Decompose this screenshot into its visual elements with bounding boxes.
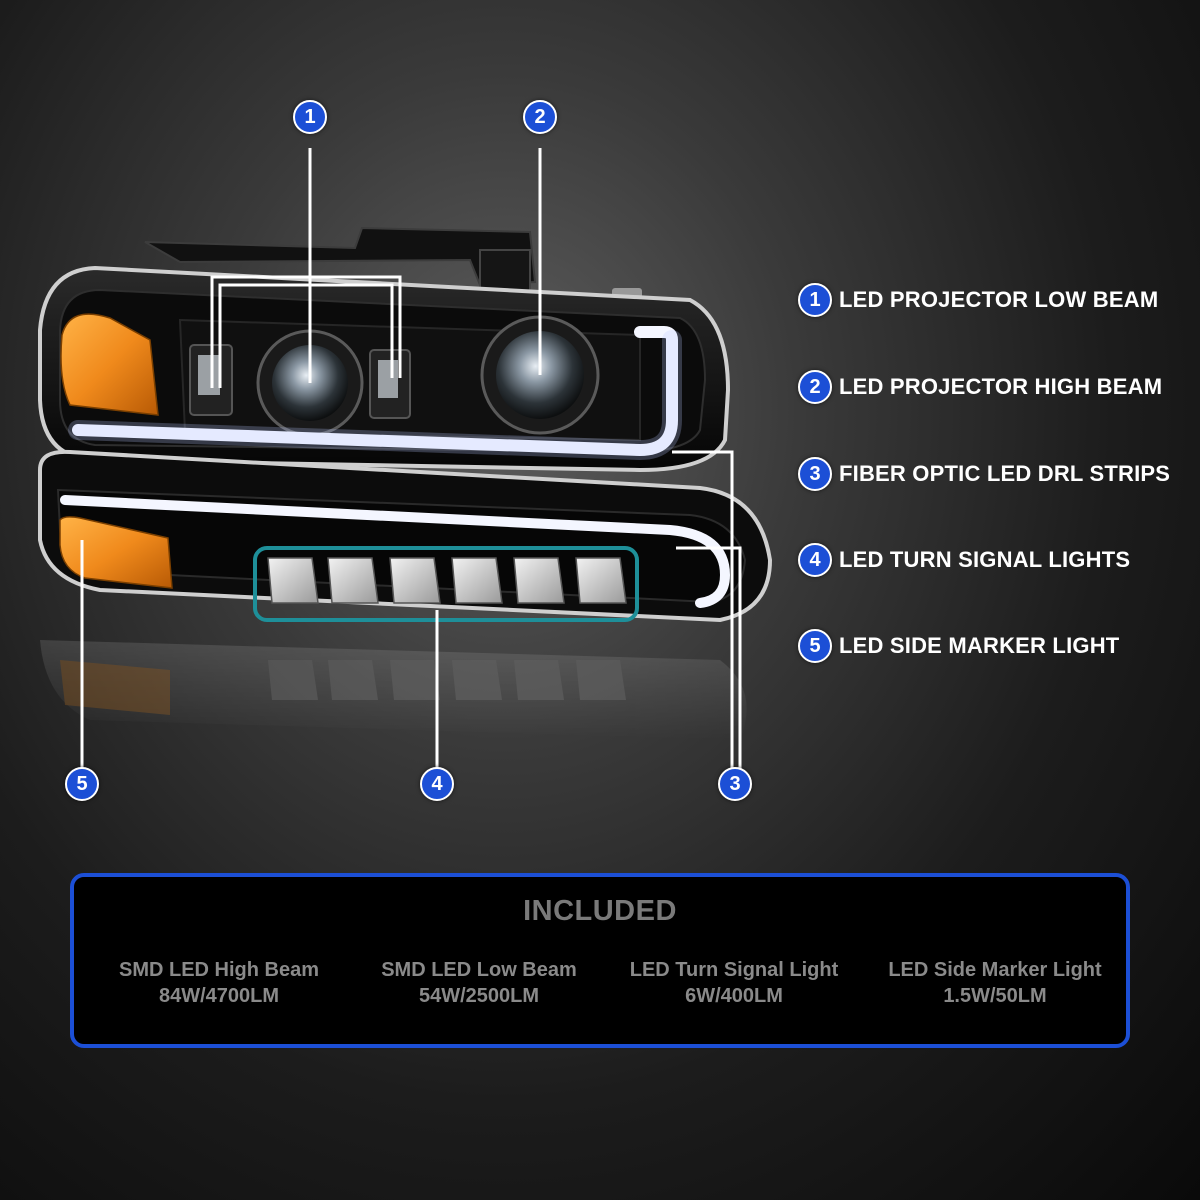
feature-label: LED SIDE MARKER LIGHT <box>839 633 1120 658</box>
feature-number-badge: 5 <box>798 629 832 663</box>
feature-number-badge: 2 <box>798 370 832 404</box>
included-title: INCLUDED <box>523 895 677 927</box>
callout-badge-drl: 3 <box>718 767 752 801</box>
included-item-turn-signal: LED Turn Signal Light 6W/400LM <box>609 957 859 1009</box>
feature-number-badge: 3 <box>798 457 832 491</box>
upper-drl-strip <box>72 326 678 457</box>
floor-reflection <box>40 640 747 740</box>
callout-badge-low-beam: 1 <box>293 100 327 134</box>
lower-amber-side-marker <box>59 516 173 589</box>
included-item-name: LED Side Marker Light <box>888 959 1102 981</box>
included-item-high-beam: SMD LED High Beam 84W/4700LM <box>94 957 344 1009</box>
feature-label: LED TURN SIGNAL LIGHTS <box>839 547 1131 572</box>
housing-rear-bracket <box>144 226 642 302</box>
callout-badge-turn-signal: 4 <box>420 767 454 801</box>
lower-drl-strip <box>60 495 731 608</box>
projector-bezel <box>178 315 641 442</box>
feature-item-low-beam: 1 LED PROJECTOR LOW BEAM <box>798 282 1158 318</box>
callout-leader-lines <box>80 148 742 770</box>
feature-label: LED PROJECTOR LOW BEAM <box>839 287 1159 312</box>
upper-amber-reflector <box>60 313 159 416</box>
included-item-spec: 54W/2500LM <box>418 985 540 1007</box>
included-item-low-beam: SMD LED Low Beam 54W/2500LM <box>354 957 604 1009</box>
callout-badge-side-marker: 5 <box>65 767 99 801</box>
turn-signal-led-array <box>253 546 639 622</box>
feature-item-drl: 3 FIBER OPTIC LED DRL STRIPS <box>798 456 1170 492</box>
feature-number-badge: 1 <box>798 283 832 317</box>
feature-item-turn-signal: 4 LED TURN SIGNAL LIGHTS <box>798 542 1130 578</box>
included-item-spec: 1.5W/50LM <box>943 985 1047 1007</box>
feature-label: LED PROJECTOR HIGH BEAM <box>839 374 1163 399</box>
callout-badge-high-beam: 2 <box>523 100 557 134</box>
included-item-spec: 84W/4700LM <box>158 985 280 1007</box>
included-item-name: LED Turn Signal Light <box>629 959 839 981</box>
feature-label: FIBER OPTIC LED DRL STRIPS <box>839 461 1171 486</box>
included-item-name: SMD LED High Beam <box>118 959 320 981</box>
feature-item-side-marker: 5 LED SIDE MARKER LIGHT <box>798 628 1119 664</box>
included-item-name: SMD LED Low Beam <box>381 959 577 981</box>
included-item-spec: 6W/400LM <box>685 985 783 1007</box>
feature-number-badge: 4 <box>798 543 832 577</box>
included-item-side-marker: LED Side Marker Light 1.5W/50LM <box>870 957 1120 1009</box>
included-panel: INCLUDED SMD LED High Beam 84W/4700LM SM… <box>70 873 1130 1048</box>
feature-item-high-beam: 2 LED PROJECTOR HIGH BEAM <box>798 369 1162 405</box>
